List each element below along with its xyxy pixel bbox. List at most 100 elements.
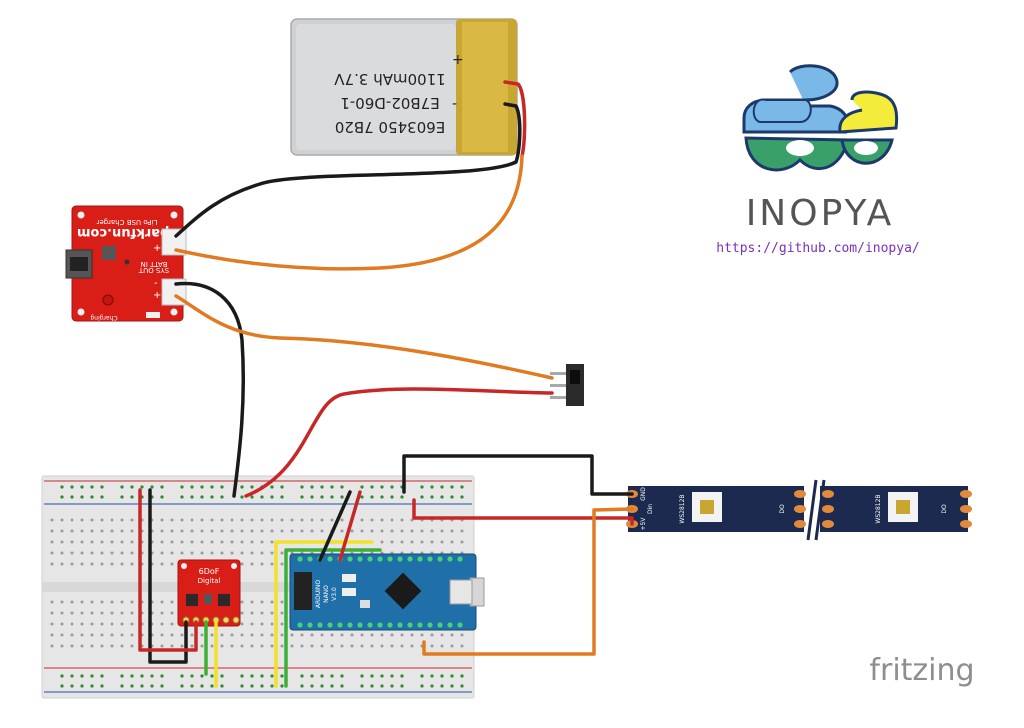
terminal-hole (120, 611, 124, 615)
arduino-version: V3.0 (331, 587, 338, 601)
terminal-hole (270, 633, 274, 637)
terminal-hole (440, 644, 444, 648)
terminal-hole (200, 529, 204, 533)
rail-hole (240, 495, 244, 499)
terminal-hole (130, 518, 134, 522)
terminal-hole (70, 622, 74, 626)
terminal-hole (230, 633, 234, 637)
charger-sys-minus: - (154, 278, 158, 289)
terminal-hole (310, 529, 314, 533)
terminal-hole (240, 644, 244, 648)
header-pin (417, 622, 423, 628)
terminal-hole (300, 644, 304, 648)
terminal-hole (50, 551, 54, 555)
terminal-hole (280, 518, 284, 522)
rail-hole (220, 684, 224, 688)
terminal-hole (380, 644, 384, 648)
led-pin-gnd-label: GND (640, 487, 647, 501)
wire-nano-black (318, 490, 352, 562)
terminal-hole (170, 529, 174, 533)
terminal-hole (440, 540, 444, 544)
terminal-hole (320, 633, 324, 637)
terminal-hole (440, 633, 444, 637)
terminal-hole (320, 644, 324, 648)
terminal-hole (220, 644, 224, 648)
terminal-hole (460, 644, 464, 648)
rail-hole (330, 485, 334, 489)
rail-hole (200, 495, 204, 499)
header-pin (327, 556, 333, 562)
terminal-hole (270, 562, 274, 566)
terminal-hole (310, 518, 314, 522)
ws2812b-led-strip: Din GND +5V WS2812B WS2812B DO DO (626, 479, 972, 541)
header-pin (437, 556, 443, 562)
terminal-hole (170, 518, 174, 522)
terminal-hole (380, 633, 384, 637)
terminal-hole (90, 529, 94, 533)
terminal-hole (250, 551, 254, 555)
rail-hole (150, 684, 154, 688)
terminal-hole (80, 529, 84, 533)
rail-hole (440, 485, 444, 489)
rail-hole (220, 485, 224, 489)
rail-hole (120, 674, 124, 678)
terminal-hole (170, 600, 174, 604)
rail-hole (320, 684, 324, 688)
terminal-hole (60, 600, 64, 604)
terminal-hole (230, 551, 234, 555)
rail-hole (80, 674, 84, 678)
logo-url[interactable]: https://github.com/inopya/ (716, 241, 920, 256)
rail-hole (200, 684, 204, 688)
rail-hole (370, 674, 374, 678)
terminal-hole (190, 633, 194, 637)
rail-hole (150, 485, 154, 489)
rail-hole (420, 495, 424, 499)
terminal-hole (290, 633, 294, 637)
terminal-hole (360, 633, 364, 637)
rail-hole (90, 684, 94, 688)
terminal-hole (370, 633, 374, 637)
terminal-hole (240, 551, 244, 555)
terminal-hole (370, 529, 374, 533)
rail-hole (130, 674, 134, 678)
rail-hole (450, 674, 454, 678)
rail-hole (300, 674, 304, 678)
terminal-hole (90, 551, 94, 555)
terminal-hole (80, 600, 84, 604)
terminal-hole (390, 529, 394, 533)
terminal-hole (250, 622, 254, 626)
rail-hole (260, 684, 264, 688)
rail-hole (190, 674, 194, 678)
led-pads-middle-a (794, 490, 806, 528)
terminal-hole (170, 551, 174, 555)
terminal-hole (80, 518, 84, 522)
header-pin (437, 622, 443, 628)
rail-hole (280, 485, 284, 489)
terminal-hole (280, 600, 284, 604)
terminal-hole (60, 529, 64, 533)
charger-brand: sparkfun.com (77, 225, 177, 240)
rail-hole (310, 674, 314, 678)
terminal-hole (280, 633, 284, 637)
terminal-hole (340, 518, 344, 522)
terminal-hole (60, 633, 64, 637)
terminal-hole (250, 600, 254, 604)
wire-battery-red (503, 80, 527, 158)
terminal-hole (410, 540, 414, 544)
wire-led-orange (422, 507, 634, 656)
terminal-hole (190, 551, 194, 555)
logo-name: INOPYA (746, 193, 895, 234)
terminal-hole (50, 611, 54, 615)
terminal-hole (180, 529, 184, 533)
rail-hole (140, 674, 144, 678)
rail-hole (330, 684, 334, 688)
terminal-hole (160, 518, 164, 522)
terminal-hole (90, 633, 94, 637)
terminal-hole (260, 644, 264, 648)
terminal-hole (240, 562, 244, 566)
imu-6dof-board: 6DoF Digital (177, 559, 241, 627)
rail-hole (420, 684, 424, 688)
header-pin (387, 556, 393, 562)
rail-hole (220, 674, 224, 678)
header-pin (457, 556, 463, 562)
